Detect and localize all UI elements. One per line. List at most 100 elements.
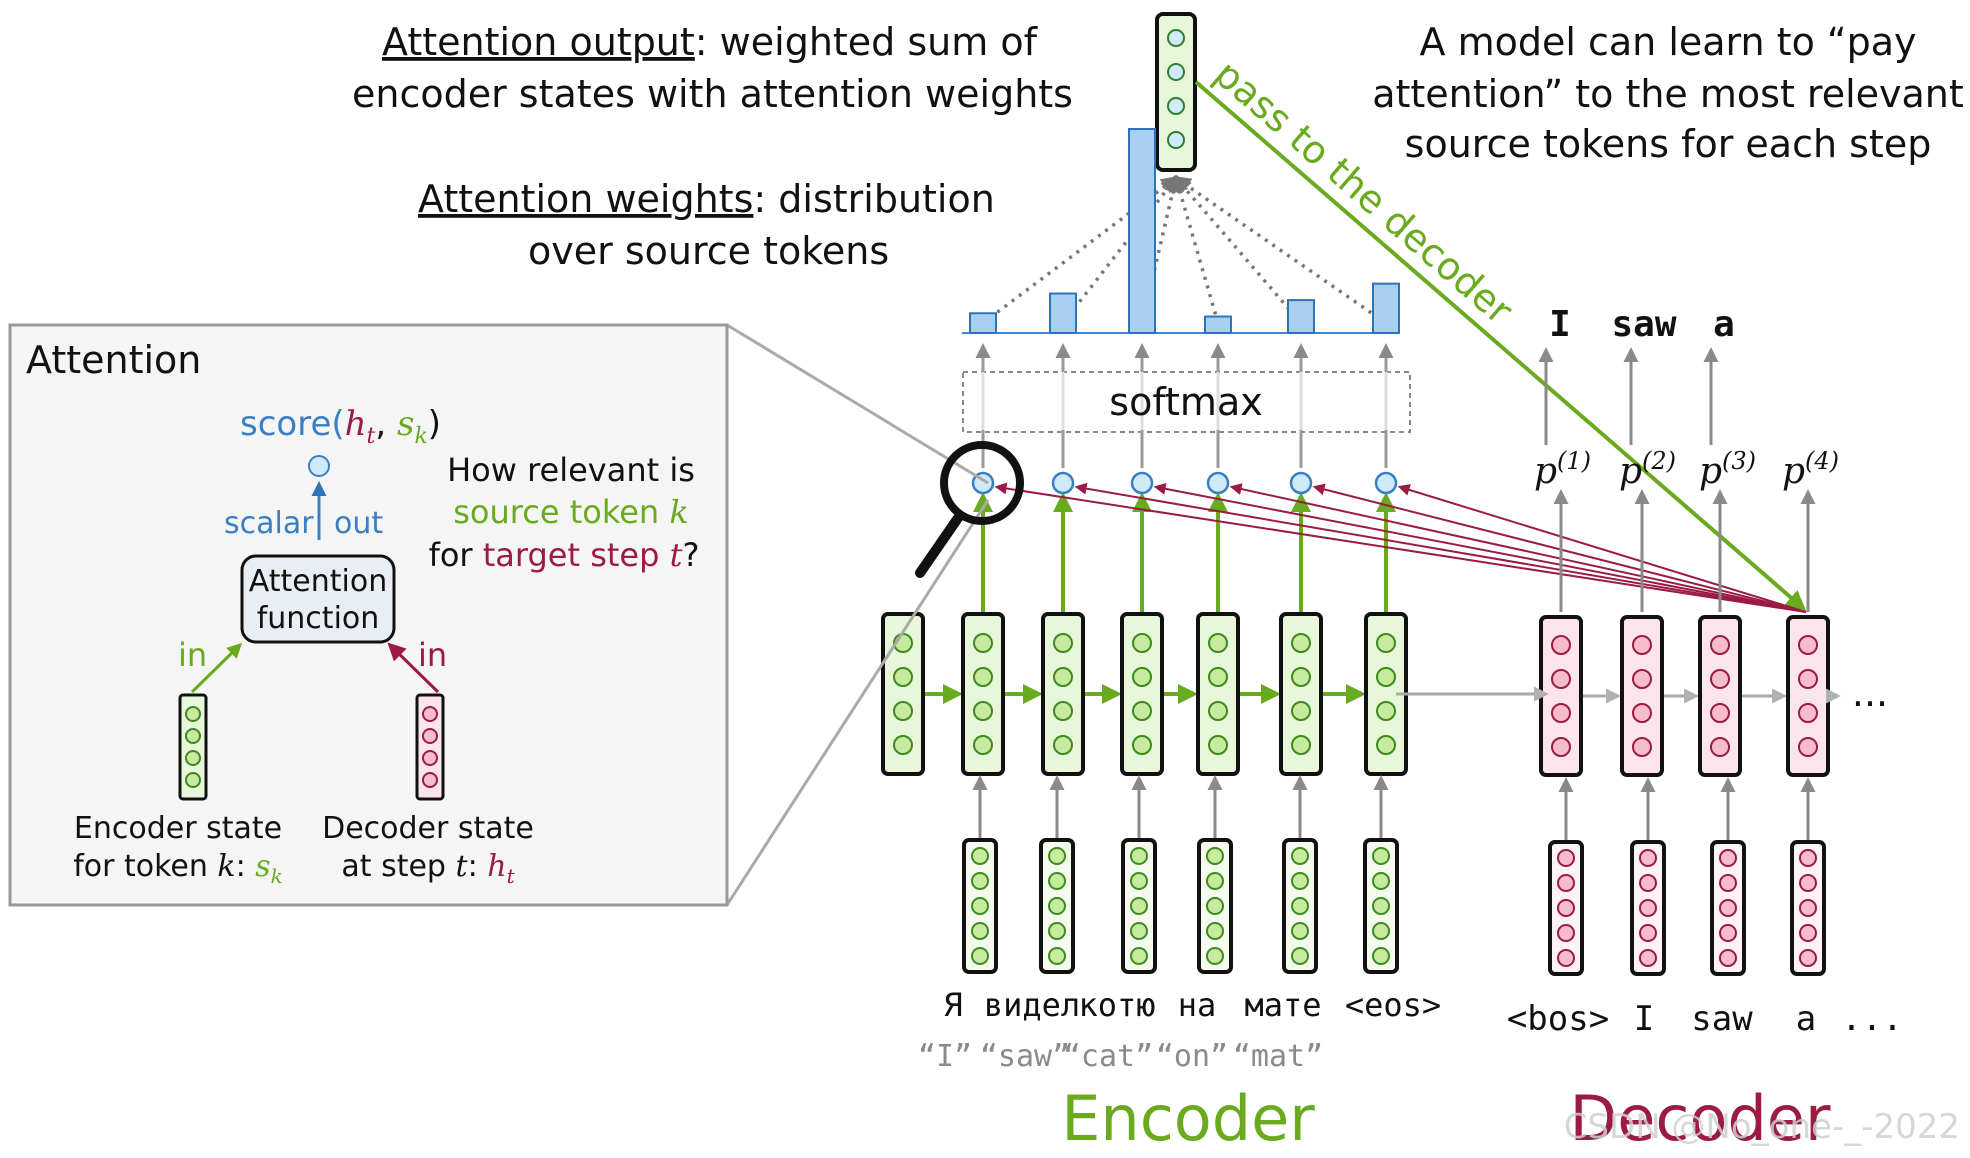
score-node [1206,471,1230,495]
source-token: мате [1244,986,1321,1024]
score-node [1051,471,1075,495]
source-translation: “on” [1156,1039,1228,1074]
score-node [1130,471,1154,495]
softmax-label: softmax [1109,380,1262,424]
inset-decoder-caption: Decoder state at step t: ht [322,811,534,888]
decoder-output-token: saw [1611,304,1676,345]
decoder-embedding [1630,840,1666,976]
score-node [1374,471,1398,495]
probability-label: p(4) [1782,447,1839,492]
source-translation: “I” [918,1039,972,1074]
score-formula: score(ht, sk) [240,404,441,449]
attention-function-box [240,554,396,644]
decoder-query-arrow [1153,482,1807,613]
in-right-label: in [418,636,447,674]
score-node [1289,471,1313,495]
encoder-embedding [1197,838,1233,974]
svg-text:Encoder state: Encoder state [74,811,282,846]
svg-text:for target step t?: for target step t? [429,536,700,574]
source-token: видел [984,986,1080,1024]
encoder-embedding [1121,838,1157,974]
watermark: CSDN @No_one-_-2022 [1564,1107,1960,1147]
encoder-label: Encoder [1061,1082,1315,1155]
encoder-state [1279,612,1323,776]
decoder-state [1539,615,1583,777]
attention-output-rest: : weighted sum of [695,20,1039,64]
source-translation: “mat” [1233,1039,1323,1074]
decoder-state [1620,615,1664,777]
encoder-state [1364,612,1408,776]
encoder-state [1196,612,1240,776]
decoder-states [1539,489,1841,777]
weighted-sum-line [1173,176,1387,325]
weighted-sum-lines [981,174,1387,325]
encoder-state [1120,612,1164,776]
attention-weight-bar [1372,282,1400,335]
decoder-label: Decoder [1570,1082,1831,1155]
weighted-sum-line [1140,174,1182,324]
attention-weight-bar [1049,292,1077,335]
attention-function-line1: Attention [249,564,387,599]
attention-output-line2: encoder states with attention weights [352,72,1073,116]
model-note: A model can learn to “pay attention” to … [1372,20,1964,166]
weighted-sum-line [1171,174,1220,324]
out-label: out [334,506,383,541]
decoder-query-arrow [1229,483,1807,613]
probability-label: p(3) [1699,447,1756,492]
svg-text:source token k: source token k [453,493,688,531]
decoder-input-token: saw [1691,999,1753,1039]
encoder-embedding [962,838,998,974]
attention-weight-bar [1128,128,1156,334]
decoder-embedding [1790,840,1826,976]
encoder-embedding [1282,838,1318,974]
magnifier-icon [915,441,1024,578]
decoder-embeddings [1548,777,1826,976]
source-translation: “saw” [980,1039,1070,1074]
attention-weights-annotation: Attention weights: distribution over sou… [418,177,995,273]
encoder-state [961,612,1005,776]
scalar-label: scalar [224,506,314,541]
svg-text:Attention weights: distributio: Attention weights: distribution [418,177,995,221]
attention-weights-term: Attention weights [418,177,753,221]
decoder-embedding [1710,840,1746,976]
svg-text:at step t: ht: at step t: ht [341,849,515,888]
model-note-line3: source tokens for each step [1405,122,1932,166]
encoder-state [881,612,925,776]
softmax-box [962,371,1411,433]
source-translations: “I”“saw”“cat”“on”“mat” [918,1039,1323,1074]
pass-to-decoder-arrow [1194,80,1807,611]
attention-output-term: Attention output [382,20,695,64]
attention-output-annotation: Attention output: weighted sum of encode… [352,20,1073,116]
softmax-through-lines [975,343,1394,468]
svg-text:Decoder state: Decoder state [322,811,534,846]
zoom-connector-top [726,323,989,485]
decoder-input-token: ... [1841,999,1902,1039]
encoder-in-arrow [190,642,243,694]
model-note-line1: A model can learn to “pay [1420,20,1917,64]
encoder-embedding [1363,838,1399,974]
decoder-output-token: I [1549,304,1571,345]
source-token: котю [1078,986,1155,1024]
in-left-label: in [178,636,207,674]
decoder-query-arrow [994,482,1807,613]
svg-text:Attention output: weighted sum: Attention output: weighted sum of [382,20,1039,64]
attention-weights-line2: over source tokens [528,229,889,273]
decoder-in-arrow [387,642,440,694]
attention-function-line2: function [257,601,380,636]
attention-weight-bar [1287,299,1315,334]
decoder-state [1786,615,1830,777]
probability-label: p(2) [1619,447,1676,492]
decoder-output-token: a [1713,304,1735,345]
decoder-query-arrow [1397,484,1807,613]
encoder-embedding [1039,838,1075,974]
decoder-input-token: <bos> [1507,999,1609,1039]
decoder-input-token: I [1634,999,1654,1039]
encoder-state [1041,612,1085,776]
encoder-embeddings [962,775,1399,974]
model-note-line2: attention” to the most relevant [1372,72,1964,116]
source-translation: “cat” [1063,1039,1153,1074]
relevance-question: How relevant is source token k for targe… [429,451,700,574]
